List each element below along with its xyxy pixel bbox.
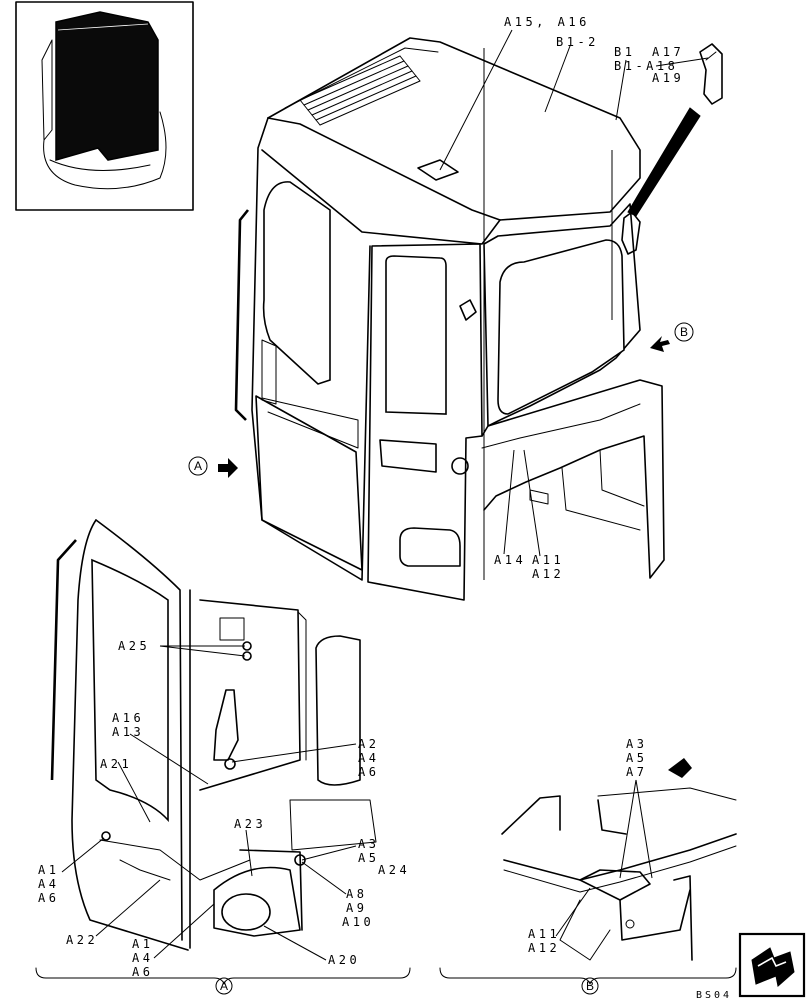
label-a2: A2 [358,737,379,751]
door-handle [459,299,477,321]
door-window [385,255,447,415]
view-a-marker-top: A [188,456,208,476]
label-a5-lower: A5 [358,851,379,865]
front-windshield [262,181,331,385]
right-side-window [497,239,625,415]
svg-text:B: B [680,325,688,339]
view-a-wheel-part [221,893,271,931]
view-b-marker-top: B [674,322,694,342]
label-a11-detail: A11 [528,927,560,941]
view-a-detail-drawing [50,519,377,951]
label-a6-right: A6 [358,765,379,779]
leader-lines [61,29,709,961]
inset-cab-side [41,39,53,141]
label-a23: A23 [234,817,266,831]
label-a16-lower: A16 [112,711,144,725]
label-a6-bottom: A6 [132,965,153,979]
left-handrail [234,209,250,421]
door-panel [367,243,483,601]
view-b-bracket [579,869,651,901]
view-b-detail-drawing [501,758,737,961]
label-a7-detail: A7 [626,765,647,779]
view-b-arrow [650,336,670,352]
right-side-frame [483,203,641,427]
label-a25: A25 [118,639,150,653]
door-step-grip [379,439,437,473]
door-lock [451,457,469,475]
label-b1-a18: B1-A18 [614,59,678,73]
view-a-handrail [50,539,77,781]
label-a14: A14 [494,553,526,567]
label-a13-lower: A13 [112,725,144,739]
label-a17: A17 [652,45,684,59]
inset-cab-silhouette [55,11,159,161]
label-a6-left: A6 [38,891,59,905]
locator-inset [15,1,194,211]
label-a12-detail: A12 [528,941,560,955]
detail-pointer-wedge [627,107,701,217]
reference-code: BS04 [696,990,732,1000]
label-a1-left: A1 [38,863,59,877]
view-a-step-box [213,866,301,937]
label-a3-detail: A3 [626,737,647,751]
rear-base-frame [481,379,665,579]
view-b-bracket-marker: B [439,967,737,995]
label-a1-bottom: A1 [132,937,153,951]
view-a-bracket: A [35,967,411,995]
view-b-base-rail [503,833,737,881]
label-a22: A22 [66,933,98,947]
label-a11-main: A11 [532,553,564,567]
label-a4-left: A4 [38,877,59,891]
label-a12-main: A12 [532,567,564,581]
svg-text:A: A [194,459,202,473]
svg-text:B: B [586,979,594,993]
front-frame [251,117,371,581]
view-a-windshield [91,558,169,823]
cab-frame-curve [71,519,189,951]
latch-detail-part [699,43,723,105]
label-a5-detail: A5 [626,751,647,765]
main-cab-drawing [234,37,723,601]
svg-text:A: A [220,979,228,993]
roof-outline [267,37,641,221]
roof-vent-slots [299,55,421,126]
label-a4-right: A4 [358,751,379,765]
label-b1-2: B1-2 [556,35,599,49]
lower-front-panel [255,395,363,571]
label-a20: A20 [328,953,360,967]
label-a8: A8 [346,887,367,901]
label-a9: A9 [346,901,367,915]
label-a10: A10 [342,915,374,929]
label-b1: B1 [614,45,635,59]
callout-labels: A15, A16 B1-2 B1 B1-A18 A17 A19 A14 A11 … [38,15,684,979]
label-a21: A21 [100,757,132,771]
view-a-rear-window [315,635,361,786]
label-a4-bottom: A4 [132,951,153,965]
view-a-side-frame [199,599,301,791]
inset-base [43,111,167,190]
label-a24: A24 [378,863,410,877]
view-a-arrow [218,458,238,478]
next-page-icon[interactable] [738,932,806,998]
label-a19: A19 [652,71,684,85]
label-a15-a16: A15, A16 [504,15,590,29]
roof-hatch [417,159,459,181]
inset-frame [15,1,194,211]
view-b-direction-arrow [668,758,692,778]
label-a3-lower: A3 [358,837,379,851]
lower-door-grip [399,527,461,567]
